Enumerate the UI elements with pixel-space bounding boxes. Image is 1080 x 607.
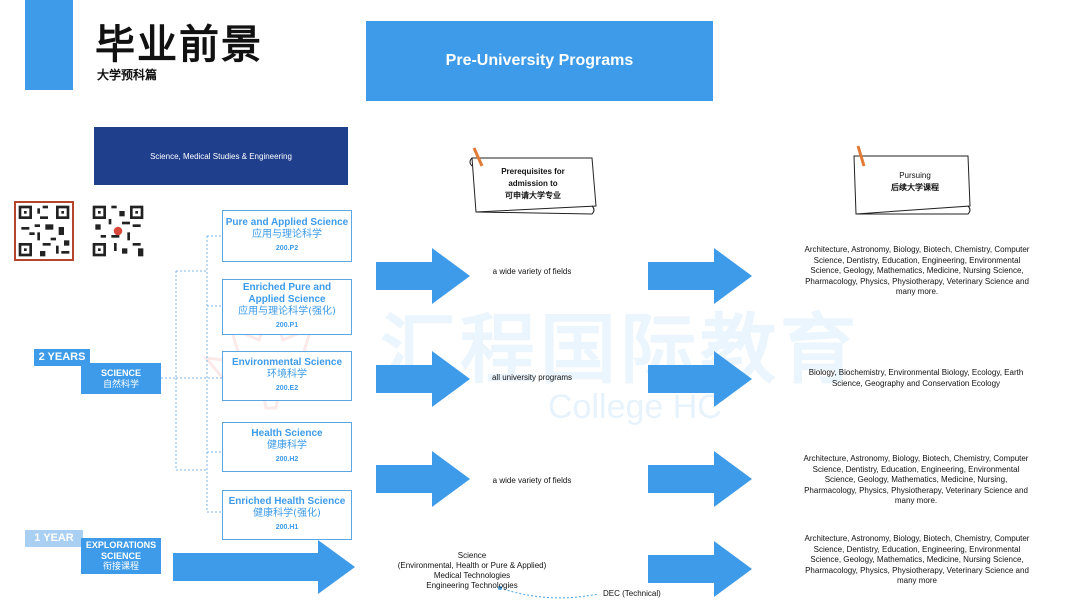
program-box: Environmental Science 环境科学 200.E2	[222, 351, 352, 401]
program-name-cn: 健康科学(强化)	[253, 508, 321, 519]
path-engineering: Engineering Technologies	[426, 581, 518, 590]
arrow-icon	[376, 248, 470, 304]
program-code: 200.E2	[275, 385, 299, 392]
arrow-icon	[173, 540, 355, 594]
page-title: 毕业前景	[95, 22, 263, 68]
arrow-icon	[648, 451, 752, 507]
two-years-label: 2 YEARS	[34, 349, 90, 366]
explorations-stream-box: EXPLORATIONS SCIENCE 衔接课程	[81, 538, 161, 574]
pursuing-value: Architecture, Astronomy, Biology, Biotec…	[804, 534, 1030, 585]
program-box: Enriched Pure and Applied Science 应用与理论科…	[222, 279, 352, 335]
science-stream-name-cn: 自然科学	[102, 379, 139, 390]
one-year-label: 1 YEAR	[25, 530, 83, 547]
accent-bar	[25, 0, 73, 90]
arrow-icon	[648, 541, 752, 597]
pursuing-line1: Pursuing	[899, 171, 931, 180]
prereq-line1: Prerequisites for	[501, 167, 565, 176]
qr-code-icon	[90, 203, 146, 259]
pursuing-value: Architecture, Astronomy, Biology, Biotec…	[803, 454, 1029, 505]
path-science-detail: (Environmental, Health or Pure & Applied…	[397, 561, 547, 570]
dec-label: DEC (Technical)	[603, 589, 661, 598]
science-stream-name: SCIENCE	[100, 367, 141, 378]
program-code: 200.P1	[275, 322, 299, 329]
prereq-value: all university programs	[491, 373, 573, 382]
qr-code-icon	[14, 201, 74, 261]
explorations-stream-name-cn: 衔接课程	[102, 561, 139, 572]
prereq-value: a wide variety of fields	[492, 267, 572, 276]
program-name: Environmental Science	[231, 357, 343, 368]
program-box: Pure and Applied Science 应用与理论科学 200.P2	[222, 210, 352, 262]
prereq-line2: admission to	[508, 179, 558, 188]
prerequisites-heading: Prerequisites for admission to 可申请大学专业	[478, 166, 588, 202]
arrow-icon	[648, 248, 752, 304]
page-subtitle: 大学预科篇	[97, 68, 158, 82]
program-code: 200.H2	[275, 456, 299, 463]
program-code: 200.H1	[275, 524, 299, 531]
pursuing-scroll-icon	[853, 145, 971, 215]
program-name: Enriched Pure and Applied Science	[242, 282, 332, 305]
program-name-cn: 健康科学	[267, 440, 307, 451]
explorations-stream-name: EXPLORATIONS SCIENCE	[85, 539, 157, 561]
prereq-value: a wide variety of fields	[492, 476, 572, 485]
category-box: Science, Medical Studies & Engineering	[94, 127, 348, 185]
program-code: 200.P2	[275, 245, 299, 252]
maple-leaf-watermark-icon	[202, 300, 340, 410]
path-science: Science	[457, 551, 487, 560]
program-name: Enriched Health Science	[228, 496, 346, 507]
program-name-cn: 应用与理论科学(强化)	[238, 306, 336, 317]
science-stream-box: SCIENCE 自然科学	[81, 363, 161, 394]
explorations-paths: Science (Environmental, Health or Pure &…	[372, 551, 572, 591]
path-medical: Medical Technologies	[433, 571, 511, 580]
pursuing-heading: Pursuing 后续大学课程	[860, 170, 970, 194]
program-name-cn: 应用与理论科学	[252, 229, 322, 240]
banner-title: Pre-University Programs	[366, 21, 713, 101]
arrow-icon	[376, 351, 470, 407]
pursuing-value: Biology, Biochemistry, Environmental Bio…	[808, 368, 1024, 388]
pursuing-value: Architecture, Astronomy, Biology, Biotec…	[804, 245, 1030, 296]
arrow-icon	[648, 351, 752, 407]
prerequisites-scroll-icon	[469, 147, 597, 215]
watermark-text-en: College HC	[548, 388, 722, 426]
arrow-icon	[376, 451, 470, 507]
program-name: Pure and Applied Science	[225, 217, 349, 228]
program-name-cn: 环境科学	[267, 369, 307, 380]
program-box: Health Science 健康科学 200.H2	[222, 422, 352, 472]
program-box: Enriched Health Science 健康科学(强化) 200.H1	[222, 490, 352, 540]
pursuing-line2: 后续大学课程	[891, 183, 939, 192]
prereq-line3: 可申请大学专业	[505, 191, 561, 200]
program-name: Health Science	[251, 428, 323, 439]
